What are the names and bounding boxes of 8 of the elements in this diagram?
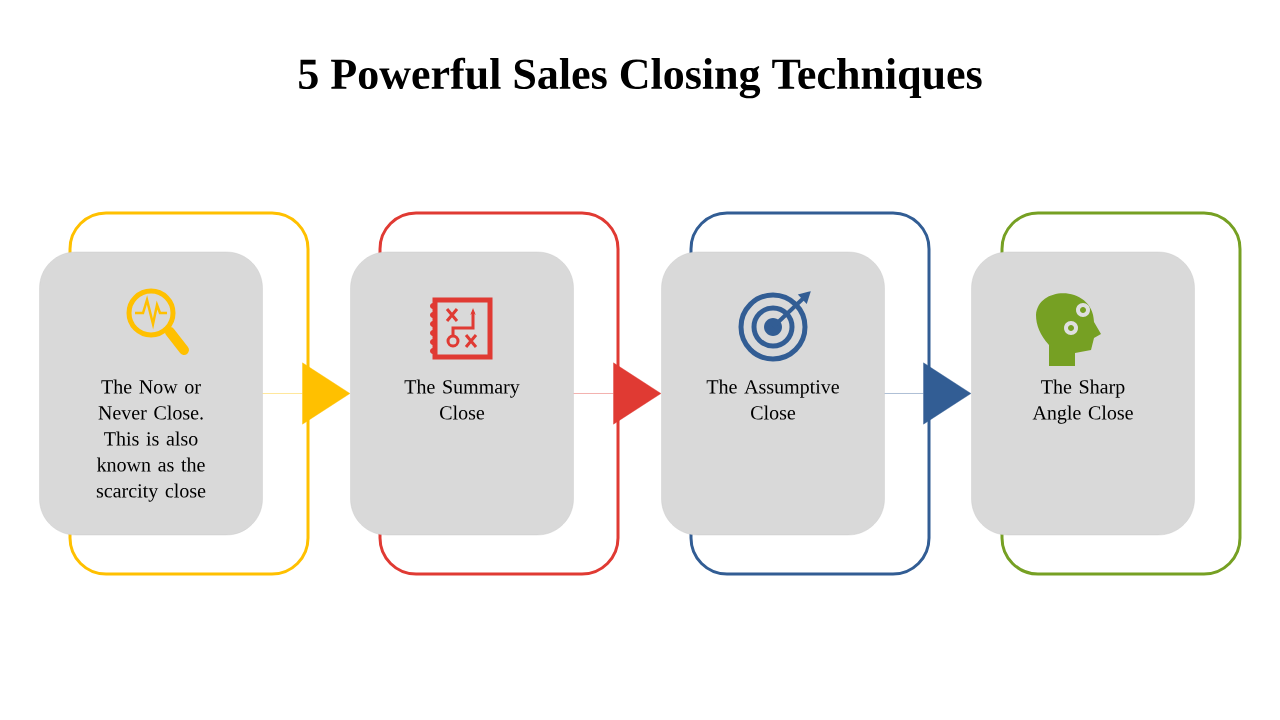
process-box: The Assumptive Close xyxy=(661,251,885,536)
title: 5 Powerful Sales Closing Techniques xyxy=(299,57,982,99)
arrow xyxy=(884,362,972,425)
arrow xyxy=(573,362,662,425)
arrow xyxy=(262,362,351,425)
process-box: The Summary Close xyxy=(350,251,574,536)
process-box: The Now or Never Close. This is also known as the scarcity close xyxy=(39,251,263,536)
process-box: The Sharp Angle Close xyxy=(971,251,1195,536)
